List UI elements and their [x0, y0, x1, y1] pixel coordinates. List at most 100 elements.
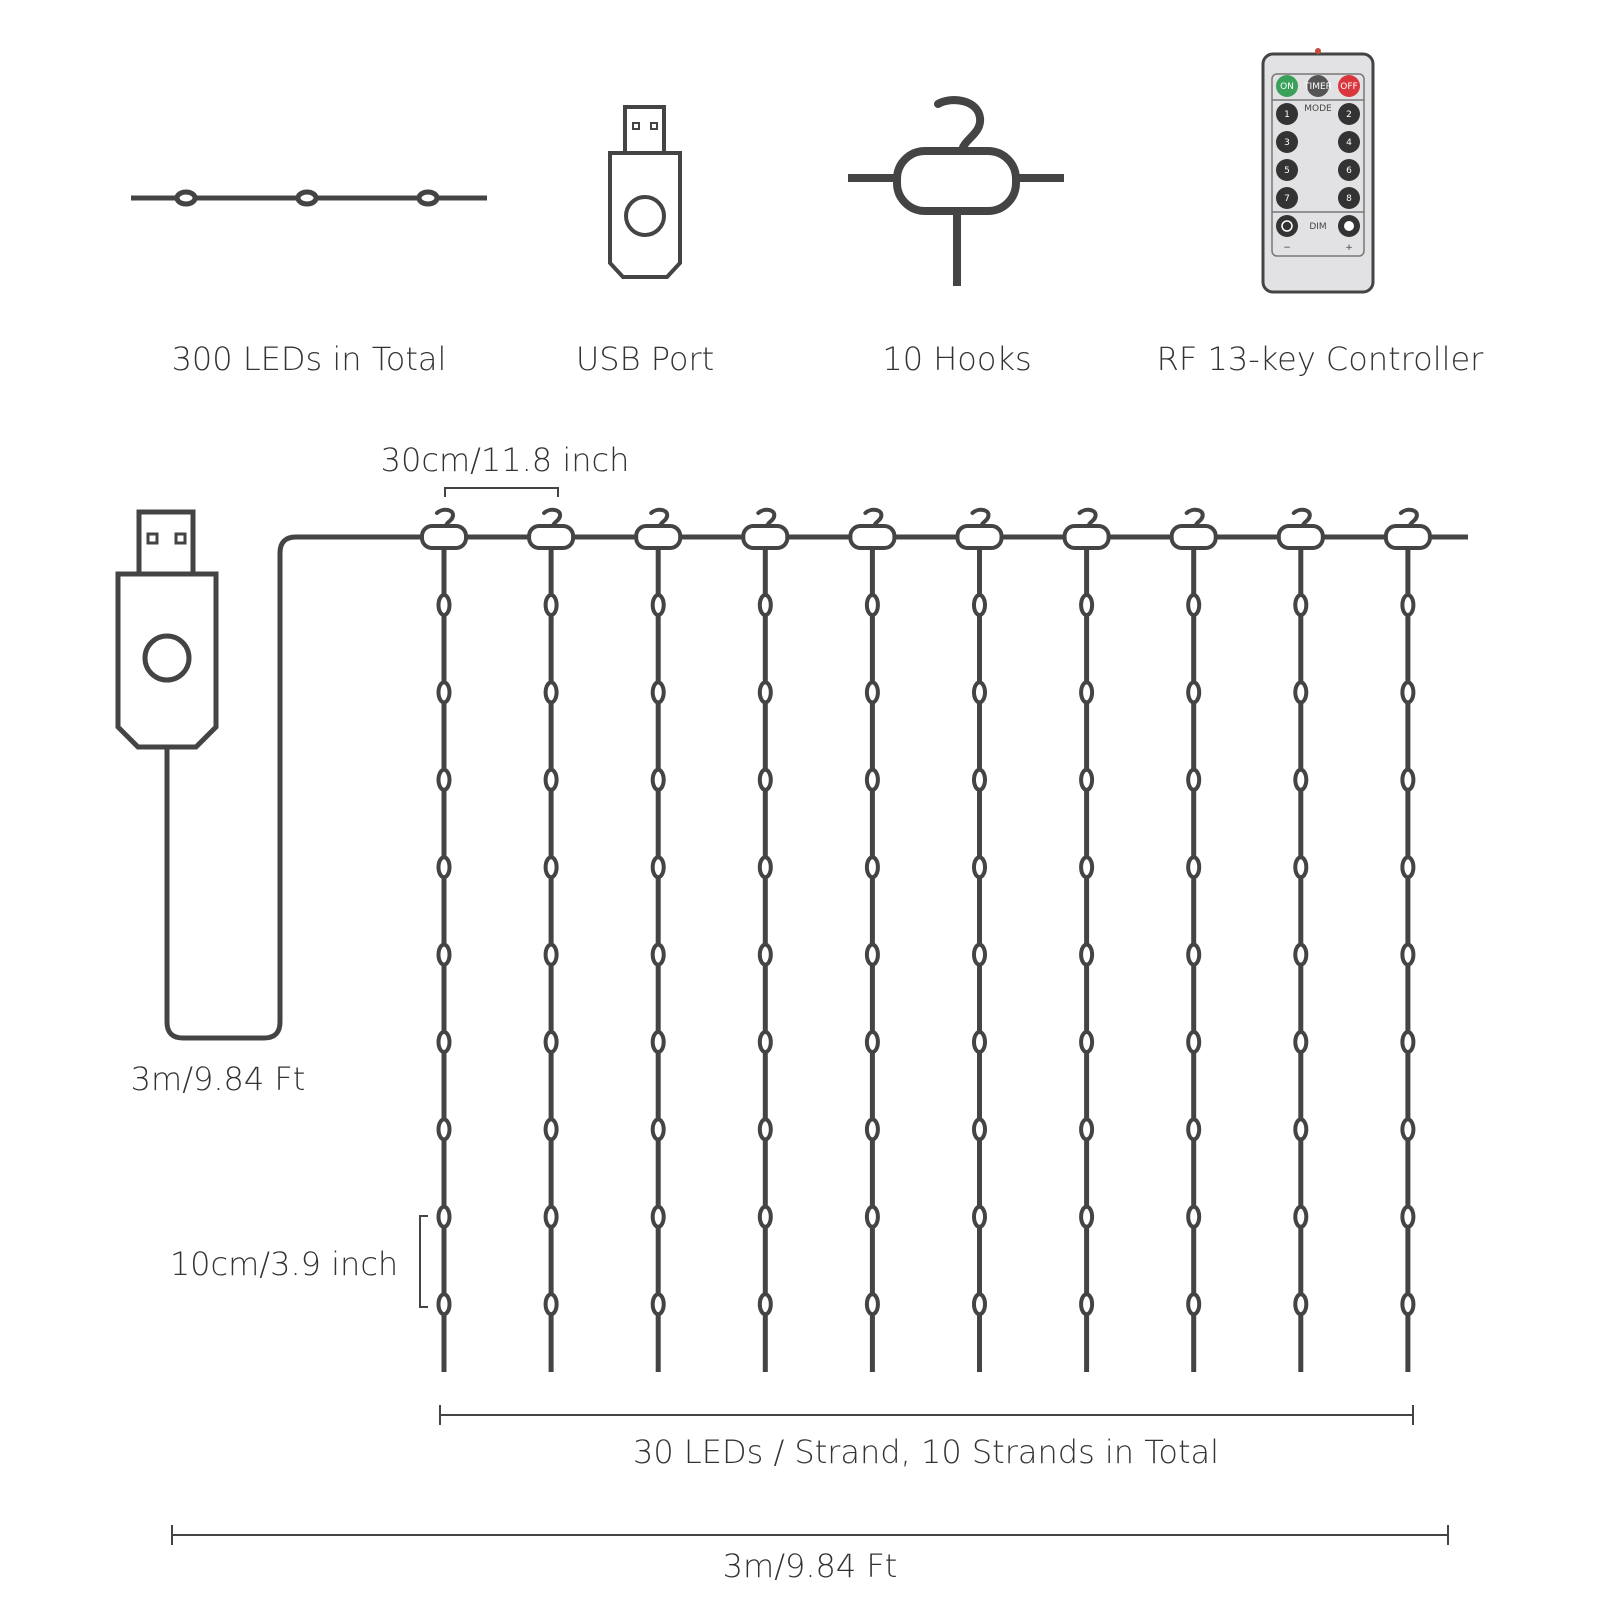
led-10-8: [1400, 1204, 1416, 1229]
strand-width-dimension: [439, 1405, 1414, 1425]
dim-down-button[interactable]: [1276, 215, 1298, 237]
hook-3: [634, 507, 683, 550]
led-2-7: [543, 1117, 559, 1142]
strand-1: [420, 507, 468, 1372]
led-10-7: [1400, 1117, 1416, 1142]
led-9-7: [1293, 1117, 1309, 1142]
svg-text:7: 7: [1284, 194, 1290, 204]
mode-key-8[interactable]: 8: [1338, 187, 1360, 209]
led-1-2: [436, 680, 452, 705]
led-5-6: [864, 1030, 880, 1054]
mode-key-3[interactable]: 3: [1276, 131, 1298, 153]
led-7-3: [1079, 767, 1095, 792]
led-6-8: [972, 1204, 987, 1229]
led-5-5: [864, 942, 880, 967]
led-4-3: [757, 767, 773, 792]
usb-port-icon: [608, 105, 682, 279]
led-9-1: [1293, 593, 1309, 617]
led-10-2: [1400, 680, 1416, 705]
led-10-6: [1400, 1030, 1416, 1054]
lead-cable-label: 3m/9.84 Ft: [131, 1060, 306, 1098]
on-button[interactable]: [1276, 75, 1298, 97]
led-7-9: [1079, 1292, 1095, 1317]
led-5-1: [864, 593, 880, 617]
usb-plug: [115, 509, 219, 750]
led-9-4: [1293, 855, 1309, 880]
led-6-3: [972, 767, 987, 792]
led-10-5: [1400, 942, 1416, 967]
led-1-1: [436, 593, 452, 617]
mode-key-2[interactable]: 2: [1338, 103, 1360, 125]
led-9-6: [1293, 1030, 1309, 1054]
led-5-7: [864, 1117, 880, 1142]
mode-key-7[interactable]: 7: [1276, 187, 1298, 209]
led-4-7: [757, 1117, 773, 1142]
led-8-8: [1186, 1204, 1202, 1229]
led-8-1: [1186, 593, 1202, 617]
svg-text:5: 5: [1284, 166, 1290, 176]
led-3-4: [650, 855, 666, 880]
led-2-2: [543, 680, 559, 705]
led-3-5: [650, 942, 666, 967]
led-9-3: [1293, 767, 1309, 792]
led-4-6: [757, 1030, 773, 1054]
hook-4: [741, 507, 790, 550]
led-4-2: [757, 680, 773, 705]
led-6-9: [972, 1292, 987, 1317]
remote-controller-icon: ON TIMER OFF MODE 1 2 3 4 5 6 7 8 DIM − …: [1261, 48, 1375, 294]
led-6-6: [972, 1030, 987, 1054]
led-2-6: [543, 1030, 559, 1054]
mode-key-6[interactable]: 6: [1338, 159, 1360, 181]
led-5-3: [864, 767, 880, 792]
controller-label: RF 13-key Controller: [1157, 340, 1485, 378]
hook-5: [848, 507, 897, 550]
strand-5: [848, 507, 897, 1372]
lead-cable: [164, 534, 1468, 1041]
timer-button[interactable]: [1307, 75, 1329, 97]
led-5-8: [864, 1204, 880, 1229]
led-8-6: [1186, 1030, 1202, 1054]
svg-text:3: 3: [1284, 138, 1290, 148]
strand-10: [1383, 507, 1432, 1372]
off-button-label: OFF: [1340, 82, 1357, 92]
mode-key-1[interactable]: 1: [1276, 103, 1298, 125]
svg-text:8: 8: [1346, 194, 1352, 204]
led-4-9: [757, 1292, 773, 1317]
led-3-9: [650, 1292, 666, 1317]
usb-port-label: USB Port: [576, 340, 714, 378]
total-width-dimension: [171, 1525, 1449, 1545]
led-3-3: [650, 767, 666, 792]
led-4-4: [757, 855, 773, 880]
led-6-5: [972, 942, 987, 967]
led-9-8: [1293, 1204, 1309, 1229]
strand-4: [741, 507, 790, 1372]
led-8-5: [1186, 942, 1202, 967]
led-spacing-label: 10cm/3.9 inch: [170, 1245, 398, 1283]
led-10-3: [1400, 767, 1416, 792]
total-width-label: 3m/9.84 Ft: [723, 1547, 898, 1585]
led-1-7: [436, 1117, 452, 1142]
led-10-1: [1400, 593, 1416, 617]
led-7-6: [1079, 1030, 1095, 1054]
off-button[interactable]: [1338, 75, 1360, 97]
svg-text:4: 4: [1346, 138, 1352, 148]
led-8-4: [1186, 855, 1202, 880]
led-2-3: [543, 767, 559, 792]
minus-label: −: [1283, 243, 1291, 253]
led-3-8: [650, 1204, 666, 1229]
led-1-4: [436, 855, 452, 880]
sun-low-icon: [1281, 220, 1293, 232]
strand-9: [1276, 507, 1325, 1372]
hook-7: [1062, 507, 1111, 550]
led-4-1: [757, 593, 773, 617]
strand-7: [1062, 507, 1111, 1372]
led-2-4: [543, 855, 559, 880]
mode-key-5[interactable]: 5: [1276, 159, 1298, 181]
hook-9: [1276, 507, 1325, 550]
dim-up-button[interactable]: [1338, 215, 1360, 237]
mode-key-4[interactable]: 4: [1338, 131, 1360, 153]
hook-10: [1383, 507, 1432, 550]
led-7-4: [1079, 855, 1095, 880]
hook-1: [420, 507, 468, 550]
hook-icon: [848, 96, 1064, 286]
